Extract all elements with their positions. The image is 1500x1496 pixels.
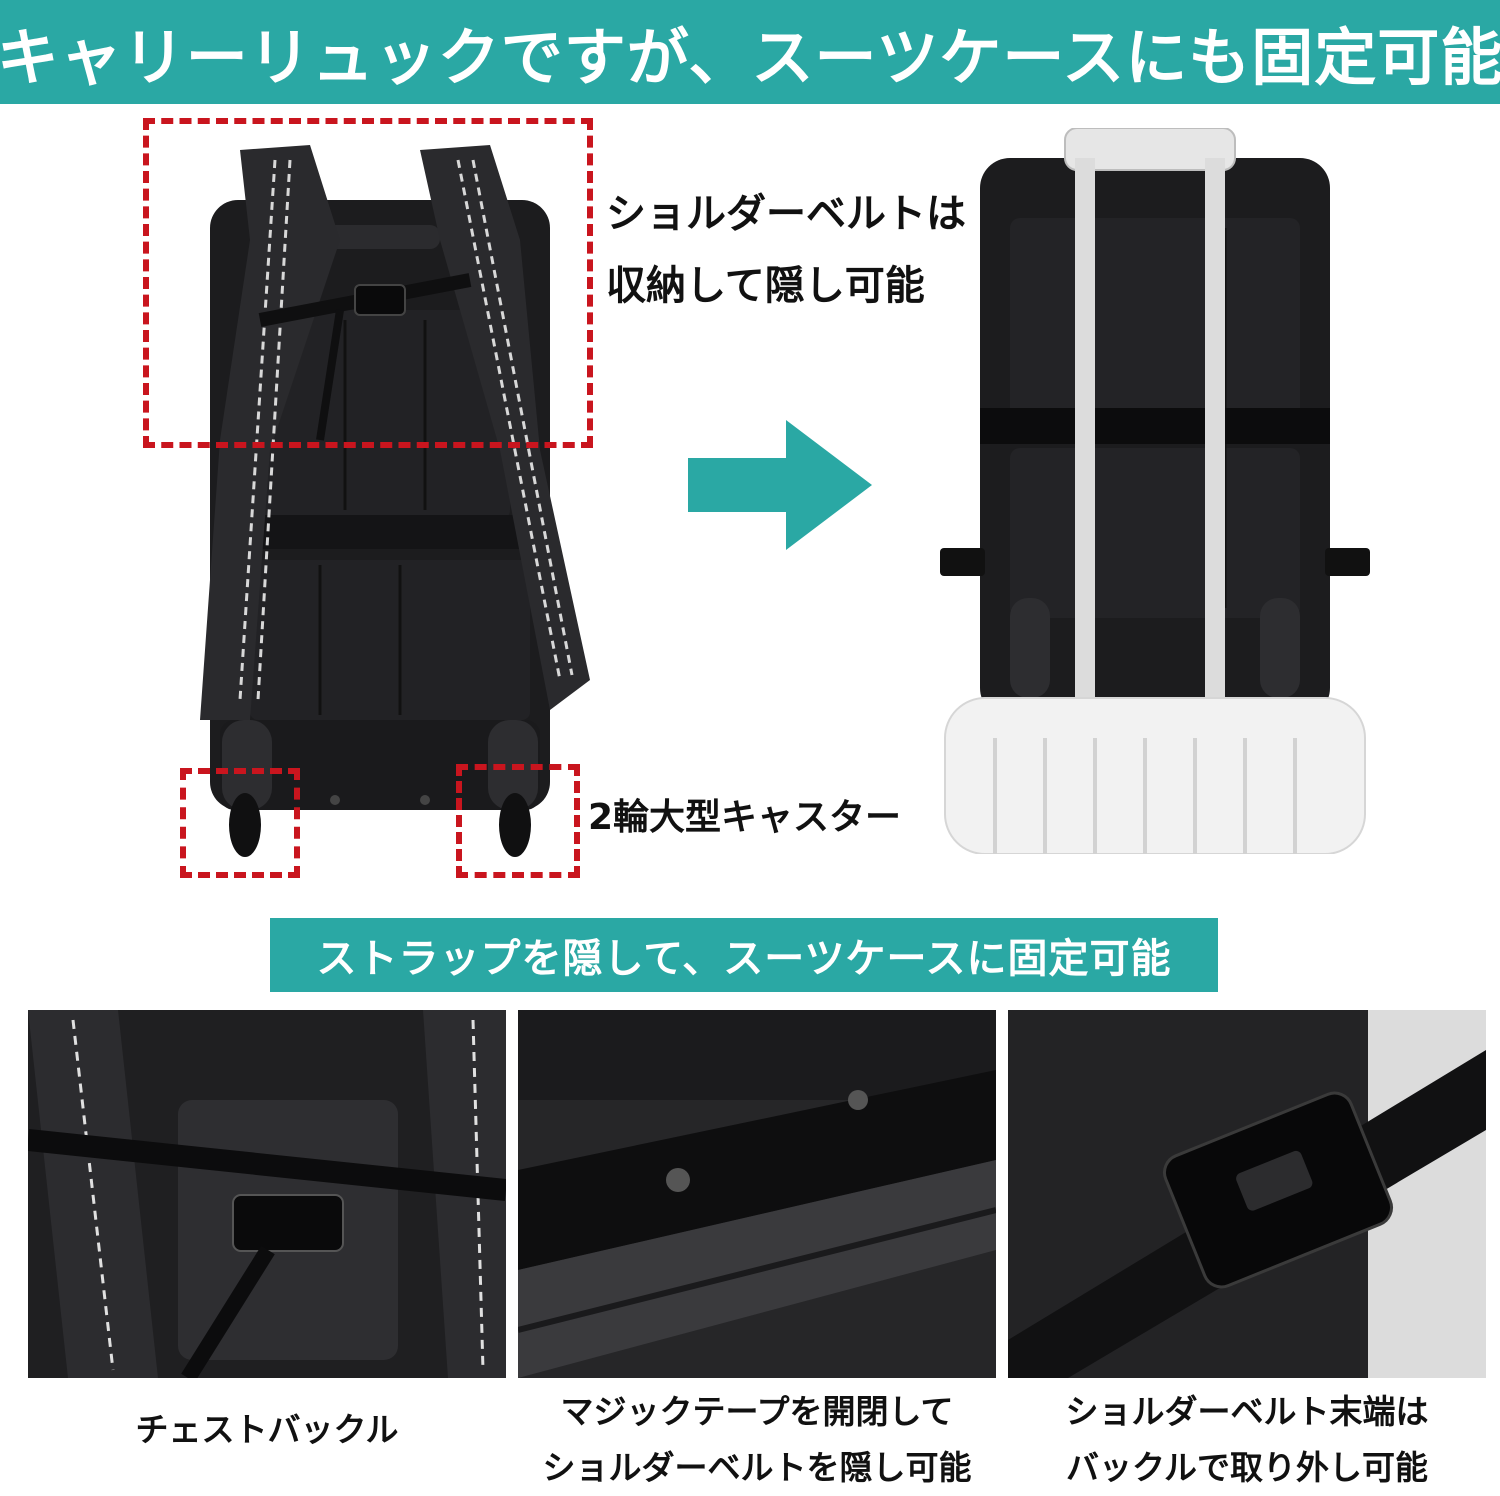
sub-banner-title: ストラップを隠して、スーツケースに固定可能 <box>316 936 1172 982</box>
left-wheel-highlight-box <box>180 768 300 878</box>
backpack-back-photo <box>140 120 600 890</box>
header-banner: キャリーリュックですが、スーツケースにも固定可能 <box>0 0 1500 104</box>
caption-velcro-line1: マジックテープを開閉して <box>560 1392 954 1431</box>
caption-strap-end-buckle-line1: ショルダーベルト末端は <box>1065 1392 1429 1431</box>
shoulder-belt-label: ショルダーベルトは 収納して隠し可能 <box>606 178 966 322</box>
right-wheel-highlight-box <box>456 764 580 878</box>
header-title: キャリーリュックですが、スーツケースにも固定可能 <box>0 21 1500 94</box>
detail-photo-velcro <box>518 1010 996 1378</box>
caption-strap-end-buckle-line2: バックルで取り外し可能 <box>1065 1448 1428 1487</box>
detail-photo-chest-buckle <box>28 1010 506 1378</box>
shoulder-highlight-box <box>143 118 593 448</box>
caption-chest-buckle-line1: チェストバックル <box>135 1410 399 1449</box>
arrow-right-icon <box>688 420 872 550</box>
caster-label: 2輪大型キャスター <box>588 797 902 838</box>
caption-chest-buckle: チェストバックル <box>28 1402 506 1458</box>
sub-banner: ストラップを隠して、スーツケースに固定可能 <box>270 918 1218 992</box>
shoulder-belt-label-line1: ショルダーベルトは <box>606 191 966 237</box>
backpack-on-suitcase-photo <box>935 128 1375 854</box>
caption-velcro-line2: ショルダーベルトを隠し可能 <box>542 1448 972 1487</box>
detail-photo-strap-end-buckle <box>1008 1010 1486 1378</box>
caption-strap-end-buckle: ショルダーベルト末端は バックルで取り外し可能 <box>1008 1384 1486 1496</box>
caption-velcro: マジックテープを開閉して ショルダーベルトを隠し可能 <box>518 1384 996 1496</box>
shoulder-belt-label-line2: 収納して隠し可能 <box>606 263 925 309</box>
